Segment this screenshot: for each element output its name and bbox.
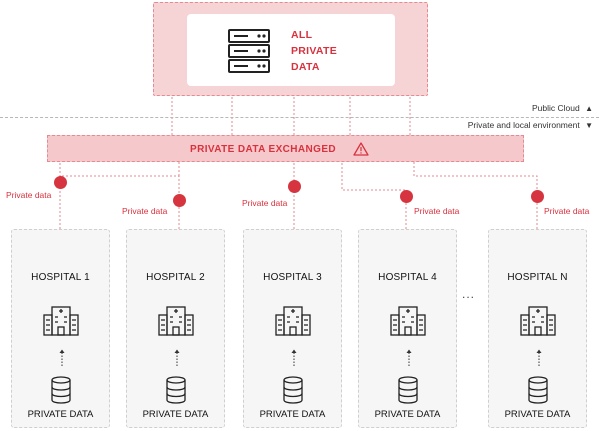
hospital-name: HOSPITAL N — [507, 272, 568, 283]
hospital-name: HOSPITAL 3 — [263, 272, 322, 283]
cloud-title: ALL PRIVATE DATA — [291, 27, 337, 75]
database-icon — [398, 376, 418, 404]
hospital-private-data-label: PRIVATE DATA — [504, 409, 571, 420]
public-cloud-label: Public Cloud — [531, 103, 580, 113]
hospital-name: HOSPITAL 4 — [378, 272, 437, 283]
arrow-up-icon — [291, 349, 297, 372]
private-data-label-3: Private data — [242, 198, 288, 208]
private-data-label-1: Private data — [6, 190, 52, 200]
public-cloud-box: ALL PRIVATE DATA — [153, 2, 428, 96]
hospital-private-data-label: PRIVATE DATA — [142, 409, 209, 420]
hospital-box-2: HOSPITAL 2 PRIVATE DATA — [126, 229, 225, 428]
flow-dot-2 — [173, 194, 186, 207]
database-icon — [283, 376, 303, 404]
public-cloud-legend: Public Cloud ▲ — [532, 103, 593, 113]
flow-dot-4 — [400, 190, 413, 203]
cloud-title-line-2: PRIVATE — [291, 45, 338, 57]
hospital-building-icon — [275, 306, 311, 336]
private-data-label-2: Private data — [122, 206, 168, 216]
hospital-2-connector — [60, 175, 180, 229]
hospital-private-data-label: PRIVATE DATA — [27, 409, 94, 420]
hospital-4-connector — [341, 162, 407, 229]
hospital-building-icon — [390, 306, 426, 336]
arrow-up-icon — [59, 349, 65, 372]
cloud-title-line-3: DATA — [291, 61, 320, 73]
hospital-n-connector — [413, 162, 538, 229]
arrow-up-icon — [536, 349, 542, 372]
hospital-name: HOSPITAL 2 — [146, 272, 205, 283]
hospital-private-data-label: PRIVATE DATA — [259, 409, 326, 420]
private-data-exchange-bar: PRIVATE DATA EXCHANGED — [47, 135, 524, 162]
flow-dot-5 — [531, 190, 544, 203]
hospital-box-1: HOSPITAL 1 PRIVATE DATA — [11, 229, 110, 428]
arrow-up-icon: ▲ — [585, 104, 593, 113]
exchange-label: PRIVATE DATA EXCHANGED — [190, 144, 337, 155]
hospital-private-data-label: PRIVATE DATA — [374, 409, 441, 420]
server-stack-icon — [228, 29, 270, 73]
cloud-title-line-1: ALL — [291, 29, 313, 41]
arrow-up-icon — [174, 349, 180, 372]
local-environment-legend: Private and local environment ▼ — [468, 120, 593, 130]
hospital-box-3: HOSPITAL 3 PRIVATE DATA — [243, 229, 342, 428]
database-icon — [166, 376, 186, 404]
arrow-down-icon: ▼ — [585, 121, 593, 130]
private-data-label-4: Private data — [414, 206, 460, 216]
flow-dot-3 — [288, 180, 301, 193]
database-icon — [528, 376, 548, 404]
hospital-building-icon — [158, 306, 194, 336]
hospital-name: HOSPITAL 1 — [31, 272, 90, 283]
environment-divider — [0, 117, 599, 118]
hospital-box-n: HOSPITAL N PRIVATE DATA — [488, 229, 587, 428]
warning-triangle-icon — [353, 142, 369, 156]
hospital-box-4: HOSPITAL 4 PRIVATE DATA — [358, 229, 457, 428]
database-icon — [51, 376, 71, 404]
private-data-label-5: Private data — [544, 206, 590, 216]
hospital-building-icon — [520, 306, 556, 336]
flow-dot-1 — [54, 176, 67, 189]
hospital-building-icon — [43, 306, 79, 336]
local-environment-label: Private and local environment — [467, 120, 580, 130]
more-hospitals-ellipsis: ... — [462, 287, 476, 301]
cloud-inner-panel: ALL PRIVATE DATA — [187, 14, 395, 86]
arrow-up-icon — [406, 349, 412, 372]
